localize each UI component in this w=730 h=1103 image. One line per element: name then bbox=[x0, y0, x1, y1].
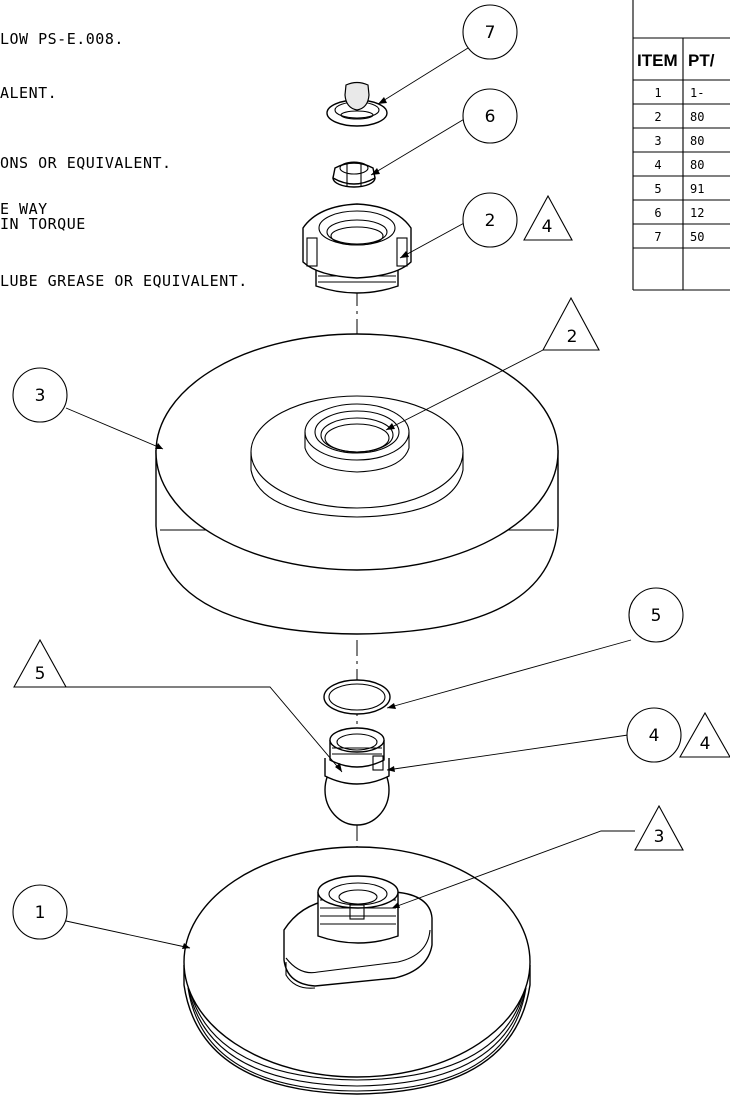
table-cell: 80 bbox=[690, 134, 704, 148]
table-header-part: PT/ bbox=[688, 51, 715, 70]
part-7-cap bbox=[326, 81, 388, 127]
drawing-notes: LOW PS-E.008. ALENT. ONS OR EQUIVALENT. … bbox=[0, 30, 248, 290]
table-cell: 1 bbox=[654, 86, 661, 100]
part-2-hex-nut bbox=[302, 203, 412, 294]
part-4-fitting bbox=[324, 727, 390, 826]
table-cell: 91 bbox=[690, 182, 704, 196]
table-cell: 2 bbox=[654, 110, 661, 124]
note-line-5: IN TORQUE bbox=[0, 215, 86, 233]
flag-note-4-lower: 4 bbox=[700, 734, 711, 754]
note-line-6: LUBE GREASE OR EQUIVALENT. bbox=[0, 272, 248, 290]
balloon-7: 7 bbox=[485, 23, 496, 43]
part-5-o-ring bbox=[323, 679, 391, 715]
table-cell: 5 bbox=[654, 182, 661, 196]
bom-table: ITEM PT/ 1 1- 2 80 3 80 4 80 5 91 6 12 7… bbox=[632, 0, 730, 291]
note-line-2: ALENT. bbox=[0, 84, 57, 102]
leader-lines bbox=[40, 47, 635, 949]
table-header-item: ITEM bbox=[637, 51, 678, 70]
item-balloons: 7 6 2 3 5 4 1 bbox=[12, 4, 684, 940]
note-line-1: LOW PS-E.008. bbox=[0, 30, 124, 48]
table-cell: 50 bbox=[690, 230, 704, 244]
table-cell: 80 bbox=[690, 110, 704, 124]
balloon-4: 4 bbox=[649, 726, 660, 746]
part-6-insert bbox=[332, 161, 376, 188]
table-cell: 7 bbox=[654, 230, 661, 244]
note-flags: 4 2 5 4 3 bbox=[13, 194, 730, 851]
note-line-3: ONS OR EQUIVALENT. bbox=[0, 154, 172, 172]
flag-note-2: 2 bbox=[567, 327, 578, 347]
table-cell: 1- bbox=[690, 86, 704, 100]
balloon-6: 6 bbox=[485, 107, 496, 127]
note-line-4: E WAY bbox=[0, 200, 48, 218]
table-cell: 4 bbox=[654, 158, 661, 172]
flag-note-3: 3 bbox=[654, 827, 665, 847]
flag-note-5: 5 bbox=[35, 664, 46, 684]
balloon-2: 2 bbox=[485, 211, 496, 231]
table-cell: 3 bbox=[654, 134, 661, 148]
balloon-3: 3 bbox=[35, 386, 46, 406]
table-cell: 6 bbox=[654, 206, 661, 220]
table-cell: 12 bbox=[690, 206, 704, 220]
part-1-base bbox=[183, 846, 531, 1095]
table-cell: 80 bbox=[690, 158, 704, 172]
part-3-top-body bbox=[155, 333, 559, 635]
flag-note-4: 4 bbox=[542, 217, 553, 237]
balloon-1: 1 bbox=[35, 903, 46, 923]
balloon-5: 5 bbox=[651, 606, 662, 626]
